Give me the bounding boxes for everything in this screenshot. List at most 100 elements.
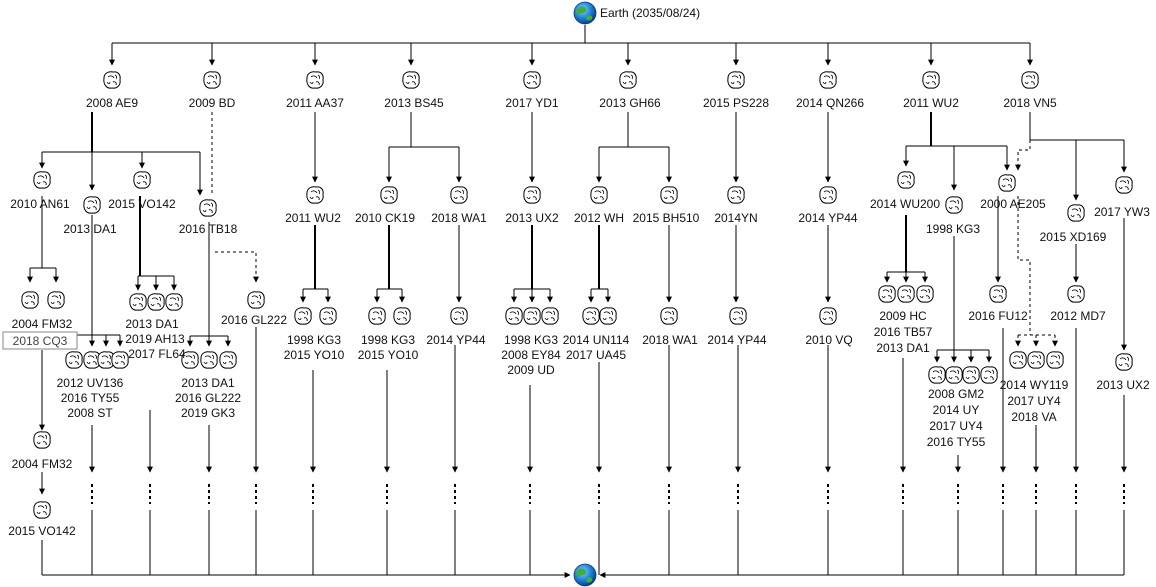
asteroid-icon bbox=[148, 294, 164, 310]
node-label: 2014 UY bbox=[933, 403, 980, 417]
asteroid-icon bbox=[1047, 352, 1063, 368]
node-label: 2004 FM32 bbox=[12, 457, 73, 471]
asteroid-icons bbox=[22, 72, 1132, 518]
asteroid-icon bbox=[320, 308, 336, 324]
branch-label: 2013 GH66 bbox=[599, 96, 661, 110]
node-label: 2009 UD bbox=[507, 363, 555, 377]
asteroid-icon bbox=[204, 72, 220, 88]
branch-label: 2013 BS45 bbox=[384, 96, 444, 110]
asteroid-icon bbox=[728, 187, 744, 203]
branch-label: 2018 VN5 bbox=[1003, 96, 1057, 110]
earth-globe-icon bbox=[574, 2, 596, 24]
asteroid-icon bbox=[22, 292, 38, 308]
asteroid-icon bbox=[307, 72, 323, 88]
node-label: 2014 YP44 bbox=[798, 211, 857, 225]
node-label: 2013 DA1 bbox=[63, 222, 117, 236]
asteroid-icon bbox=[220, 352, 236, 368]
node-label: 1998 KG3 bbox=[926, 222, 980, 236]
asteroid-icon bbox=[34, 502, 50, 518]
node-label: 2014 WU200 bbox=[870, 197, 940, 211]
branch-label: 2011 AA37 bbox=[286, 96, 344, 110]
node-label: 2013 DA1 bbox=[125, 317, 179, 331]
branch-label: 2009 BD bbox=[189, 96, 236, 110]
asteroid-icon bbox=[1010, 352, 1026, 368]
node-label: 2017 UA45 bbox=[566, 348, 626, 362]
branch-label: 2014 QN266 bbox=[796, 96, 864, 110]
node-label: 2016 GL222 bbox=[221, 313, 287, 327]
ellipsis-markers bbox=[92, 484, 1124, 575]
asteroid-icon bbox=[451, 187, 467, 203]
asteroid-icon bbox=[200, 200, 216, 216]
asteroid-icon bbox=[295, 308, 311, 324]
asteroid-icon bbox=[963, 367, 979, 383]
asteroid-icon bbox=[661, 308, 677, 324]
node-label: 2015 VO142 bbox=[8, 524, 76, 538]
node-label: 2012 UV136 bbox=[57, 376, 124, 390]
asteroid-icon bbox=[48, 292, 64, 308]
node-label: 2014 UN114 bbox=[563, 333, 630, 347]
node-label: 2008 ST bbox=[67, 406, 113, 420]
asteroid-icon bbox=[542, 308, 558, 324]
asteroid-icon bbox=[1068, 205, 1084, 221]
node-label: 2016 FU12 bbox=[968, 309, 1028, 323]
branch-label: 2017 YD1 bbox=[505, 96, 558, 110]
asteroid-icon bbox=[1068, 286, 1084, 302]
node-label: 2010 VQ bbox=[805, 333, 852, 347]
asteroid-icon bbox=[369, 308, 385, 324]
node-label: 2017 UY4 bbox=[1007, 394, 1061, 408]
asteroid-icon bbox=[999, 175, 1015, 191]
asteroid-icon bbox=[730, 308, 746, 324]
asteroid-icon bbox=[84, 197, 100, 213]
highlighted-node-label: 2018 CQ3 bbox=[13, 334, 68, 348]
asteroid-icon bbox=[524, 187, 540, 203]
node-label: 2013 DA1 bbox=[876, 341, 930, 355]
node-label: 2015 XD169 bbox=[1040, 230, 1107, 244]
asteroid-icon bbox=[820, 187, 836, 203]
node-label: 1998 KG3 bbox=[287, 333, 341, 347]
node-label: 2016 TY55 bbox=[927, 435, 986, 449]
asteroid-icon bbox=[451, 308, 467, 324]
asteroid-icon bbox=[917, 286, 933, 302]
asteroid-icon bbox=[166, 294, 182, 310]
asteroid-icon bbox=[583, 308, 599, 324]
node-label: 2017 FL64 bbox=[128, 347, 186, 361]
asteroid-icon bbox=[248, 292, 264, 308]
asteroid-icon bbox=[34, 172, 50, 188]
node-label: 2016 GL222 bbox=[175, 391, 241, 405]
node-label: 2004 FM32 bbox=[12, 317, 73, 331]
asteroid-icon bbox=[661, 187, 677, 203]
asteroid-icon bbox=[990, 286, 1006, 302]
node-label: 2008 EY84 bbox=[501, 348, 561, 362]
asteroid-icon bbox=[394, 308, 410, 324]
node-label: 2016 TY55 bbox=[61, 391, 120, 405]
asteroid-icon bbox=[898, 286, 914, 302]
node-label: 2000 AE205 bbox=[980, 197, 1046, 211]
asteroid-icon bbox=[1022, 72, 1038, 88]
node-label: 2019 AH13 bbox=[125, 332, 185, 346]
asteroid-icon bbox=[879, 286, 895, 302]
asteroid-icon bbox=[1028, 352, 1044, 368]
node-label: 2018 VA bbox=[1011, 410, 1056, 424]
asteroid-icon bbox=[591, 187, 607, 203]
asteroid-icon bbox=[981, 367, 997, 383]
node-label: 2012 WH bbox=[574, 211, 624, 225]
node-label: 2018 WA1 bbox=[642, 333, 698, 347]
asteroid-icon bbox=[524, 72, 540, 88]
node-label: 2017 YW3 bbox=[1094, 205, 1150, 219]
asteroid-icon bbox=[104, 72, 120, 88]
node-label: 1998 KG3 bbox=[361, 333, 415, 347]
branch-label: 2008 AE9 bbox=[86, 96, 138, 110]
node-label: 2013 UX2 bbox=[1096, 378, 1150, 392]
asteroid-icon bbox=[381, 187, 397, 203]
asteroid-icon bbox=[820, 72, 836, 88]
asteroid-icon bbox=[506, 308, 522, 324]
node-label: 2017 UY4 bbox=[929, 419, 983, 433]
asteroid-icon bbox=[134, 172, 150, 188]
branch-label: 2011 WU2 bbox=[903, 96, 959, 110]
node-label: 2013 UX2 bbox=[505, 211, 559, 225]
asteroid-icon bbox=[524, 308, 540, 324]
asteroid-icon bbox=[923, 72, 939, 88]
node-label: 2011 WU2 bbox=[285, 211, 341, 225]
